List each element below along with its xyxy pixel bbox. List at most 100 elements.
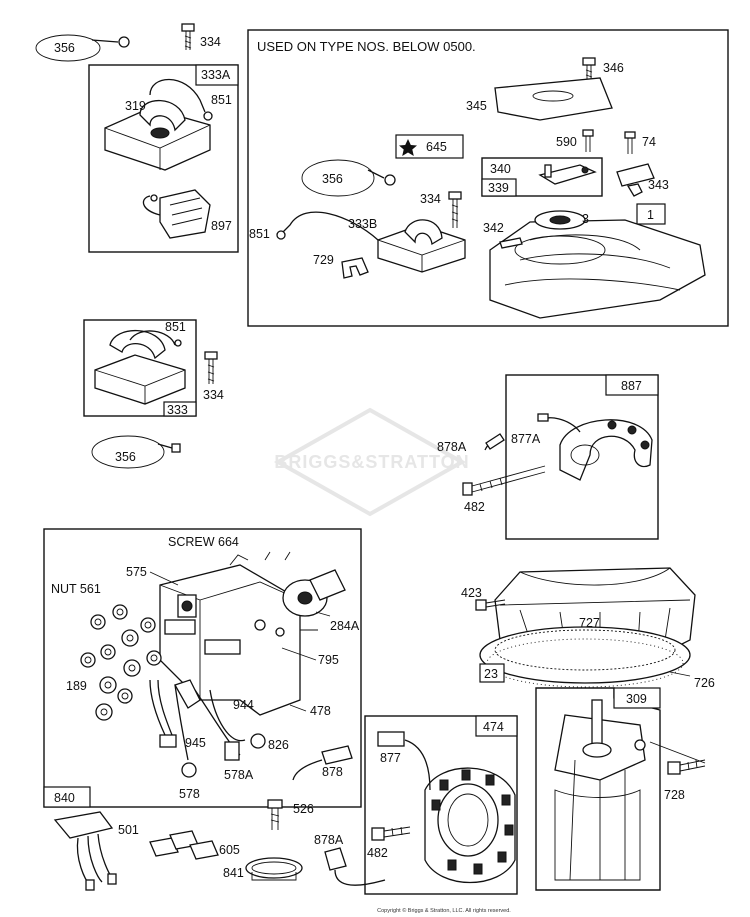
label-356-top: 356 [54,41,75,55]
box-474 [364,715,518,895]
tag-23-label: 23 [484,667,498,681]
tag-333A [195,64,239,86]
label-74: 74 [642,135,656,149]
screw-74 [624,131,636,154]
label-3: 3 [582,212,589,226]
label-878: 878 [322,765,343,779]
box-type-below-0500 [247,29,729,327]
label-877: 877 [380,751,401,765]
label-605: 605 [219,843,240,857]
box-333 [83,319,197,417]
tag-339-label: 339 [488,181,509,195]
tag-1-label: 1 [647,208,654,222]
label-877A: 877A [511,432,541,446]
label-356-mid: 356 [322,172,343,186]
label-356-left: 356 [115,450,136,464]
label-319: 319 [125,99,146,113]
tag-23 [479,663,505,683]
label-590: 590 [556,135,577,149]
label-482-top: 482 [464,500,485,514]
label-944: 944 [233,698,254,712]
label-851-a: 851 [211,93,232,107]
label-346: 346 [603,61,624,75]
screw-346 [582,57,596,82]
tag-309-label: 309 [626,692,647,706]
label-343: 343 [648,178,669,192]
label-screw-664: SCREW 664 [168,535,239,549]
tag-887-label: 887 [621,379,642,393]
wire-356-top [35,34,130,62]
header-note: USED ON TYPE NOS. BELOW 0500. [257,39,476,54]
flywheel-23 [479,626,691,688]
label-851-c: 851 [165,320,186,334]
box-840 [43,528,362,808]
label-575: 575 [126,565,147,579]
armature-319 [104,78,213,171]
screw-590 [582,129,594,152]
engine-block-1 [489,210,706,319]
clips-605 [149,830,219,860]
screw-526 [267,799,283,830]
label-897: 897 [211,219,232,233]
watermark-text: BRIGGS&STRATTON [274,452,469,472]
label-578A: 578A [224,768,254,782]
tag-474-label: 474 [483,720,504,734]
label-423: 423 [461,586,482,600]
label-189: 189 [66,679,87,693]
tag-309 [613,687,661,709]
screw-334-left [204,351,218,384]
clip-729 [341,257,369,279]
label-851-b: 851 [249,227,270,241]
brand-watermark: BRIGGS&STRATTON [273,407,469,517]
screw-482-top [462,465,546,496]
label-nut-561: NUT 561 [51,582,101,596]
box-339 [481,157,603,197]
tag-333 [163,401,197,417]
screw-334-mid [448,191,462,228]
leader-478 [289,704,307,712]
screw-334-top [181,23,195,50]
label-526: 526 [293,802,314,816]
tag-333-label: 333 [167,403,188,417]
connector-878 [292,745,353,781]
label-826: 826 [268,738,289,752]
tag-840-label: 840 [54,791,75,805]
label-841: 841 [223,866,244,880]
armature-333 [94,329,186,405]
label-340: 340 [490,162,511,176]
label-333B: 333B [348,217,377,231]
lead-878A-top [484,433,505,451]
tag-840 [43,786,91,808]
label-478: 478 [310,704,331,718]
condenser-343 [616,163,655,197]
label-501: 501 [118,823,139,837]
leader-726 [669,671,691,677]
box-887 [505,374,659,540]
module-897 [142,189,211,239]
wire-356-left [91,435,181,469]
label-726: 726 [694,676,715,690]
label-578: 578 [179,787,200,801]
alternator-877A [537,413,653,481]
label-334-left: 334 [203,388,224,402]
starter-gear-309 [554,699,646,881]
rectifier-assembly [159,551,346,716]
armature-333B [276,211,466,273]
leader-795 [281,647,317,661]
label-878A-bottom: 878A [314,833,344,847]
label-482-bottom: 482 [367,846,388,860]
tag-1 [636,203,666,225]
tag-887 [605,374,659,396]
points-340 [538,164,597,185]
screw-423 [475,599,506,611]
screw-728 [649,741,706,775]
star-icon [399,139,417,156]
label-795: 795 [318,653,339,667]
box-333A [88,64,239,253]
label-945: 945 [185,736,206,750]
label-729: 729 [313,253,334,267]
wire-harness-840 [149,679,266,778]
label-284A: 284A [330,619,360,633]
label-334-mid: 334 [420,192,441,206]
lead-878A-bottom [324,847,386,886]
